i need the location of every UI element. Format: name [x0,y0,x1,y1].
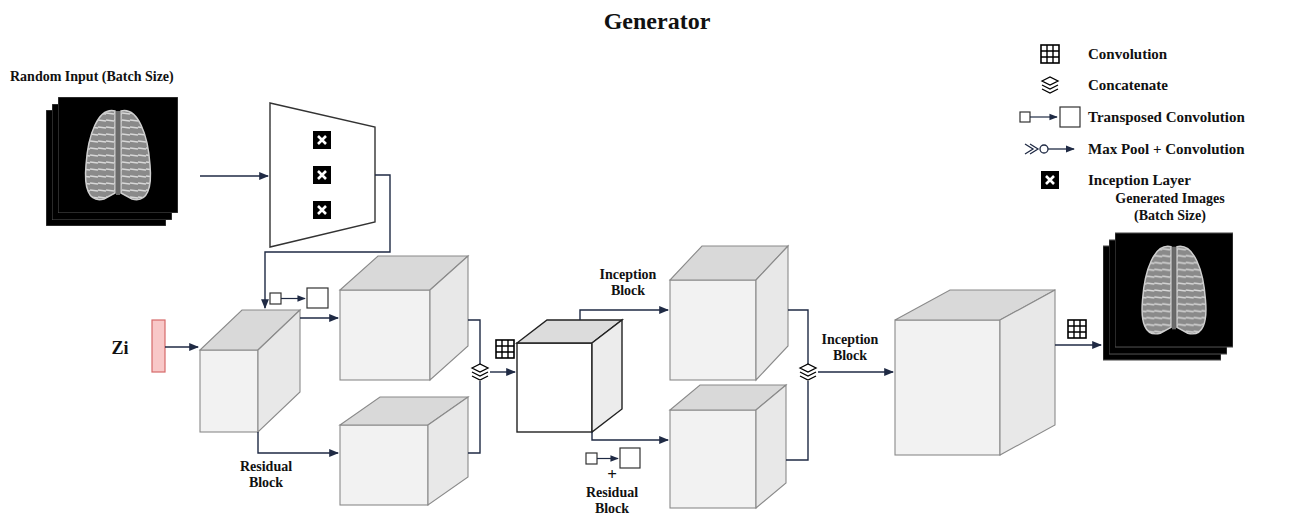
label-holder: Residual Block [576,485,648,517]
flow-wires [165,175,1101,460]
label-holder: + [601,466,623,484]
legend-row: Max Pool + Convolution [1088,140,1244,158]
feature-cubes [200,246,1055,508]
diagram-title: Generator [604,6,711,36]
label-holder: Inception Block [588,267,668,299]
node-heading: Random Input (Batch Size) [10,68,250,85]
image-node: Random Input (Batch Size) [10,68,250,87]
legend-row: Inception Layer [1088,171,1191,189]
legend-icons [1020,45,1080,189]
legend-row: Convolution [1088,45,1167,63]
label-holder: Zi [103,337,137,359]
image-node: Generated Images (Batch Size) [1095,190,1245,226]
transposed-conv-icon [586,448,640,468]
title-holder: Generator [0,6,1314,36]
legend-text: Convolution [1088,45,1167,63]
transposed-conv-icon [270,288,328,308]
encoder-trapezoid [270,103,375,247]
block-label: + [601,466,623,484]
legend-text: Max Pool + Convolution [1088,140,1244,158]
block-label: Residual Block [230,459,302,491]
middle-cube [517,320,622,432]
output-xray-stack [1103,233,1233,360]
block-label: Residual Block [576,485,648,517]
legend-text: Inception Layer [1088,171,1191,189]
legend-row: Transposed Convolution [1088,108,1245,126]
label-holder: Inception Block [810,332,890,364]
block-label: Inception Block [810,332,890,364]
legend-text: Transposed Convolution [1088,108,1245,126]
legend-row: Concatenate [1088,76,1168,94]
node-heading: Generated Images (Batch Size) [1095,190,1245,224]
block-label: Zi [103,337,137,359]
latent-vector [152,320,165,372]
label-holder: Residual Block [230,459,302,491]
operation-icons [270,288,1086,468]
legend-text: Concatenate [1088,76,1168,94]
input-xray-stack [46,97,178,226]
block-label: Inception Block [588,267,668,299]
